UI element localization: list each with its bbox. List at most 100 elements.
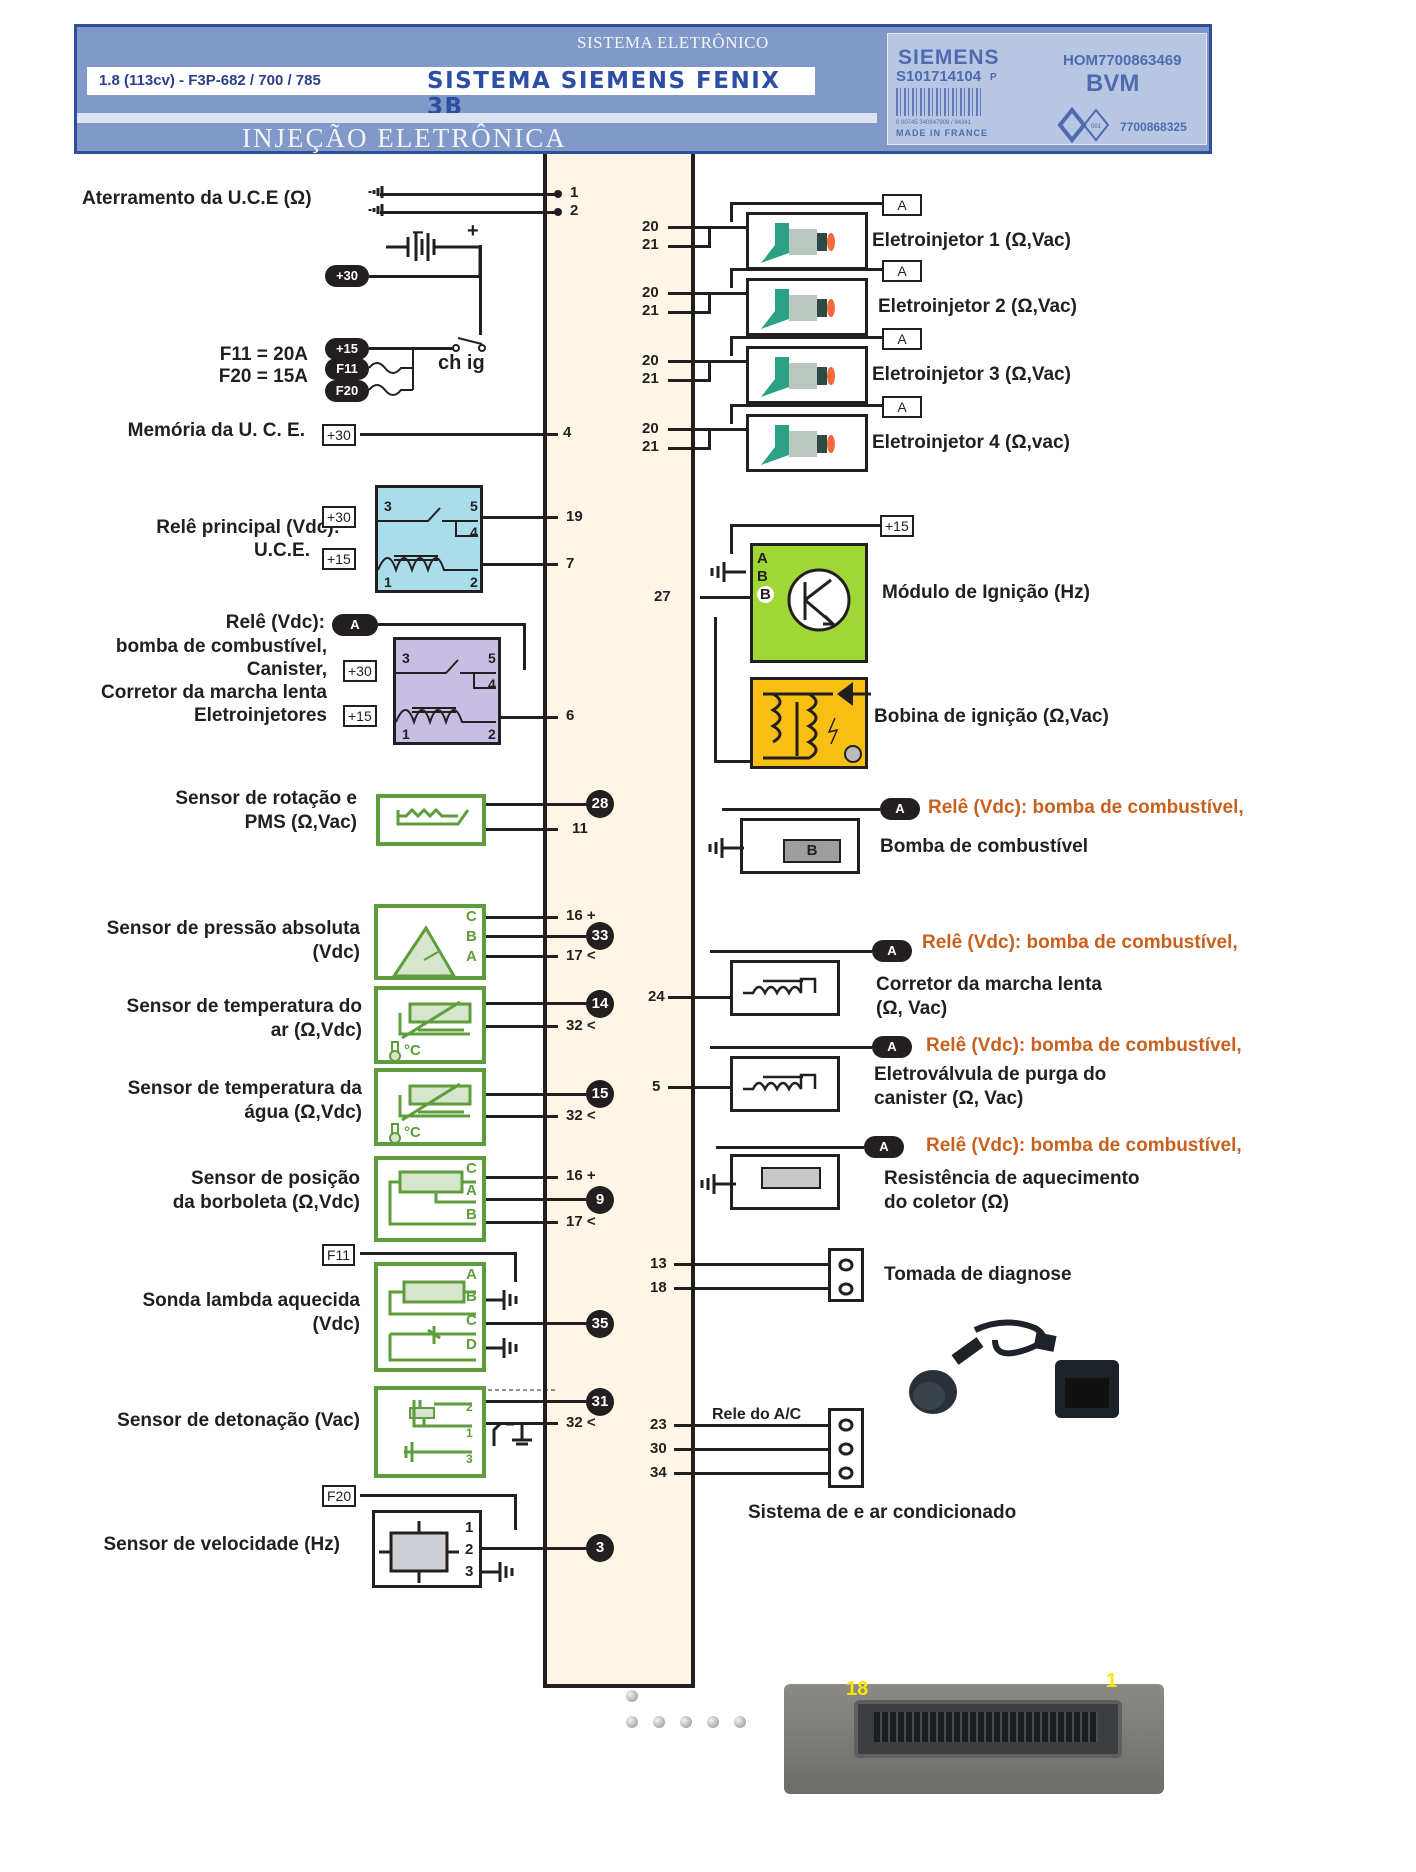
canister-relay-ref: Relê (Vdc): bomba de combustível, — [926, 1035, 1242, 1056]
injector-label: Eletroinjetor 1 (Ω,Vac) — [872, 230, 1071, 251]
injector-body — [746, 346, 868, 404]
terminal-C: C — [466, 908, 477, 925]
tps-label-2: da borboleta (Ω,Vdc) — [172, 1192, 360, 1213]
pin-15: 15 — [586, 1080, 614, 1108]
idle-relay-ref: Relê (Vdc): bomba de combustível, — [922, 932, 1238, 953]
speed-sensor: 1 2 3 — [372, 1510, 482, 1588]
socket-pins-icon — [838, 1418, 854, 1480]
terminal-B-base: B — [757, 586, 774, 603]
pin-16: 16 + — [566, 1167, 596, 1184]
ignition-coil — [750, 677, 871, 769]
relay-terminal-5: 5 — [470, 498, 478, 514]
wire-plus30 — [369, 275, 481, 278]
plate-part-number: 7700868325 — [1120, 120, 1187, 134]
tag-lambda-F11: F11 — [322, 1244, 356, 1266]
connector-pin-18-label: 18 — [846, 1678, 869, 1700]
wire-ground-1 — [380, 193, 558, 196]
injector-pin-21: 21 — [642, 236, 659, 253]
pin-1: 1 — [570, 184, 579, 201]
relay-terminal-4: 4 — [470, 524, 478, 540]
wire-pin-17 — [486, 955, 558, 958]
piezo-sensor-icon — [404, 1400, 472, 1462]
battery-icon — [386, 233, 482, 275]
ecu-label-plate: SIEMENS S101714104 P 0 00745 340847909 /… — [887, 33, 1207, 145]
wire-pin-9 — [486, 1198, 586, 1201]
heater-relay-ref: Relê (Vdc): bomba de combustível, — [926, 1135, 1242, 1156]
battery-minus: − — [412, 222, 424, 244]
tag-plus15: +15 — [325, 338, 369, 360]
injector-icon — [761, 357, 835, 397]
lambda-label-1: Sonda lambda aquecida — [142, 1290, 361, 1311]
plate-badge: 001 — [1091, 124, 1102, 130]
transistor-icon — [787, 568, 851, 632]
wire-pin-23 — [674, 1424, 828, 1427]
injector-label: Eletroinjetor 3 (Ω,Vac) — [872, 364, 1071, 385]
terminal-C: C — [466, 1312, 477, 1329]
lambda-sensor: A B C D — [374, 1262, 486, 1372]
ac-relay-socket — [828, 1408, 864, 1488]
plate-brand: SIEMENS — [898, 46, 1000, 69]
pin-2: 2 — [570, 202, 579, 219]
pin-dot — [554, 208, 562, 216]
wire-pin-30 — [674, 1448, 828, 1451]
injector-body — [746, 212, 868, 270]
connector-pins — [874, 1712, 1098, 1742]
wire-pin-20 — [668, 226, 746, 229]
pin-27: 27 — [654, 588, 671, 605]
wire-pin-3 — [482, 1547, 586, 1550]
ecu-connector-bar — [543, 154, 695, 1688]
pin-23: 23 — [650, 1416, 667, 1433]
pin-3: 3 — [586, 1534, 614, 1562]
rpm-sensor-label-1: Sensor de rotação e — [175, 788, 357, 809]
wire-pin-32 — [486, 1025, 558, 1028]
tag-speed-F20: F20 — [322, 1485, 357, 1507]
terminal-B: B — [466, 1206, 477, 1223]
speed-sensor-label: Sensor de velocidade (Hz) — [103, 1534, 340, 1555]
lambda-label-2: (Vdc) — [312, 1314, 361, 1335]
tag-A-pump-relay: A — [332, 614, 378, 636]
diagnostic-label: Tomada de diagnose — [884, 1264, 1072, 1285]
pump-relay-label-4: Corretor da marcha lenta — [101, 682, 327, 703]
bullet-dot — [707, 1716, 719, 1728]
wire-A-heater — [716, 1146, 864, 1149]
memory-label: Memória da U. C. E. — [127, 420, 305, 441]
pin-31: 31 — [586, 1388, 614, 1416]
map-sensor-label-1: Sensor de pressão absoluta — [106, 918, 360, 939]
rpm-sensor — [376, 794, 486, 846]
wire-injector-A — [730, 404, 882, 407]
wire-pin-20 — [668, 292, 746, 295]
inductive-sensor-icon — [396, 807, 470, 826]
terminal-2: 2 — [466, 1400, 473, 1414]
wire-injector-A-vert — [730, 202, 733, 222]
pin-7: 7 — [566, 555, 575, 572]
wire-pin-16b — [486, 1176, 558, 1179]
pump-relay: 3 5 4 1 2 — [393, 637, 501, 745]
terminal-B: B — [466, 928, 477, 945]
pin-32: 32 < — [566, 1017, 596, 1034]
wire-pin-bridge — [708, 226, 711, 248]
wire-pin-18 — [674, 1287, 828, 1290]
tag-memory-plus30: +30 — [322, 424, 356, 446]
injector-pin-20: 20 — [642, 352, 659, 369]
air-temp-label-2: ar (Ω,Vdc) — [270, 1020, 362, 1041]
header-subtitle: SISTEMA ELETRÔNICO — [577, 33, 769, 52]
pin-dot — [554, 190, 562, 198]
air-temp-label-1: Sensor de temperatura do — [126, 996, 362, 1017]
injector-pin-20: 20 — [642, 284, 659, 301]
pump-symbol: B — [783, 839, 841, 863]
battery-plus: + — [467, 220, 479, 242]
fuel-pump-relay-ref: Relê (Vdc): bomba de combustível, — [928, 797, 1244, 818]
wire-memory — [360, 433, 558, 436]
ac-system-label: Sistema de e ar condicionado — [748, 1502, 1017, 1523]
injector-body — [746, 414, 868, 472]
ignition-coil-label: Bobina de ignição (Ω,Vac) — [874, 706, 1109, 727]
wire-battery-switch — [479, 245, 482, 335]
relay-terminal-3: 3 — [402, 650, 410, 666]
diagnostic-socket — [828, 1248, 864, 1302]
throttle-position-sensor: C A B — [374, 1156, 486, 1242]
pin-28: 28 — [586, 790, 614, 818]
wire-pin-24 — [668, 996, 730, 999]
relay-switch-coil-icon — [377, 507, 478, 574]
wire-F20-speed-vert — [514, 1494, 517, 1530]
tag-pump-relay-plus15: +15 — [343, 705, 377, 727]
